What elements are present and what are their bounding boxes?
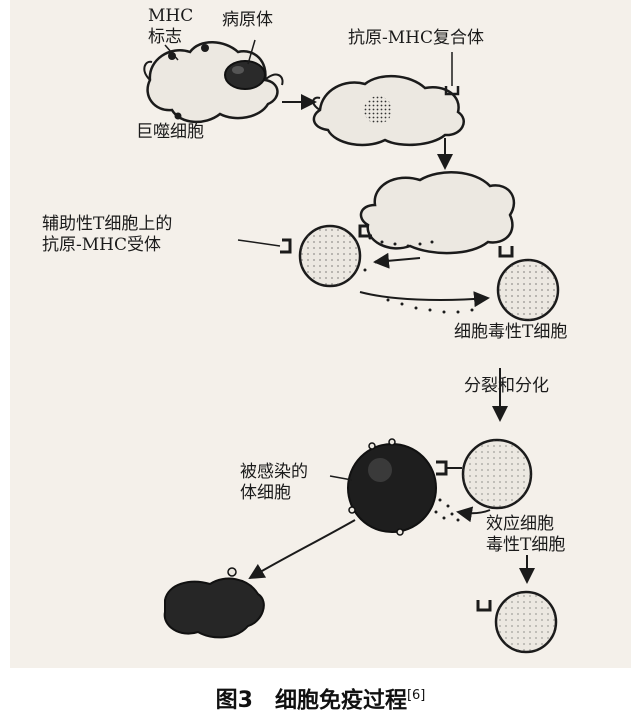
pointer-helper-receptor bbox=[237, 239, 281, 247]
presenting-macrophage-2 bbox=[359, 171, 516, 255]
antigen-mhc-complex-marker bbox=[444, 52, 460, 96]
pathogen-body bbox=[224, 60, 266, 90]
arrow-helper-to-cytotoxic bbox=[359, 291, 490, 308]
label-cytotoxic-t-cell: 细胞毒性T细胞 bbox=[454, 322, 568, 342]
label-infected-cell: 被感染的 体细胞 bbox=[240, 462, 308, 503]
arrow-effector-attack bbox=[456, 506, 491, 523]
cytotoxic-t-cell bbox=[496, 258, 560, 322]
label-effector-cytotoxic-t: 效应细胞 毒性T细胞 bbox=[486, 514, 566, 555]
label-mhc-marker: MHC 标志 bbox=[148, 6, 194, 47]
released-effector-t-cell bbox=[494, 590, 558, 654]
infected-body-cell bbox=[347, 438, 437, 536]
pathogen-pointer-line bbox=[247, 39, 256, 65]
cytokine-dots-2 bbox=[434, 498, 460, 522]
released-t-cell-receptor bbox=[476, 600, 492, 612]
tcr-receptor-helper bbox=[280, 224, 372, 254]
figure-title: 细胞免疫过程 bbox=[274, 688, 407, 714]
pointer-infected-cell bbox=[329, 475, 353, 481]
label-helper-t-receptor: 辅助性T细胞上的 抗原-MHC受体 bbox=[42, 214, 173, 255]
effector-cytotoxic-t-cell bbox=[461, 438, 533, 510]
figure-reference: [6] bbox=[406, 688, 426, 703]
tcr-receptor-effector bbox=[436, 460, 462, 476]
arrow-infected-to-lysed bbox=[248, 519, 356, 580]
figure-number: 图3 bbox=[215, 688, 253, 714]
lysed-cell-debris bbox=[163, 567, 265, 639]
label-antigen-mhc-complex: 抗原-MHC复合体 bbox=[348, 28, 484, 48]
immune-process-diagram bbox=[143, 39, 560, 654]
label-macrophage: 巨噬细胞 bbox=[136, 122, 204, 142]
label-divide-differentiate: 分裂和分化 bbox=[464, 376, 549, 396]
arrow-feedback-to-helper bbox=[373, 252, 421, 269]
figure-caption: 图3 细胞免疫过程[6] bbox=[0, 676, 641, 716]
helper-t-cell bbox=[298, 224, 362, 288]
label-pathogen: 病原体 bbox=[222, 10, 273, 30]
mhc-pointer-line bbox=[164, 44, 179, 61]
tcr-receptor-cytotoxic bbox=[498, 246, 514, 258]
mhc-marker-knobs-1 bbox=[168, 44, 209, 120]
antigen-presenting-macrophage bbox=[312, 74, 465, 147]
